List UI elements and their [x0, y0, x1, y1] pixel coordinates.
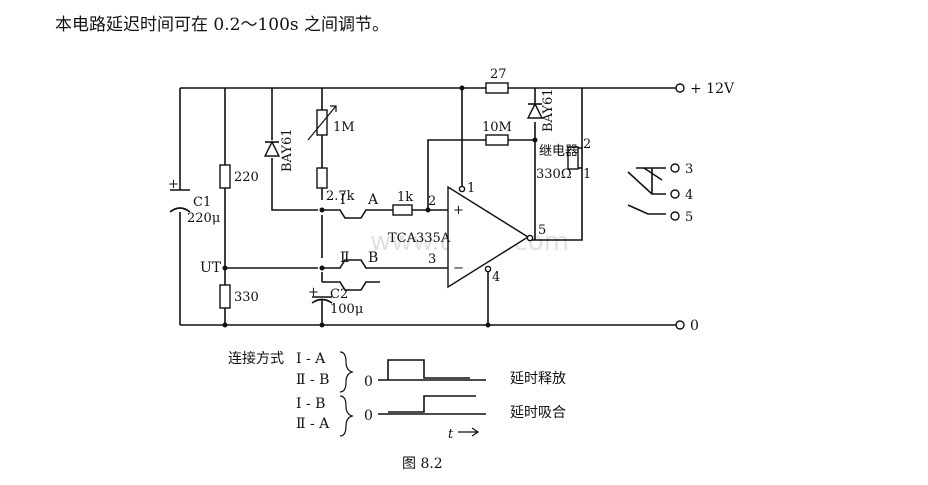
legend-row1-b: Ⅱ - B	[296, 372, 329, 388]
legend-label-2: 延时吸合	[510, 405, 566, 421]
supply-label: + 12V	[690, 81, 735, 97]
diode-right	[526, 102, 544, 119]
svg-text:+: +	[168, 177, 179, 192]
terminal-ground	[675, 320, 685, 330]
relay-contacts	[627, 167, 666, 215]
resistor-330	[219, 284, 231, 309]
pin1-label: 1	[467, 181, 475, 196]
ground-label: 0	[690, 318, 699, 334]
legend-zero-2: 0	[364, 408, 373, 424]
node-a-label: A	[367, 192, 379, 208]
pin3-label: 3	[428, 252, 436, 267]
pin4-label: 4	[492, 270, 500, 285]
legend-label-1: 延时释放	[510, 371, 566, 387]
out-terminal-4	[670, 189, 680, 199]
r27-label: 27	[490, 67, 507, 82]
node-b-label: B	[368, 250, 378, 266]
r27k-label: 2.7k	[326, 189, 355, 204]
diode-right-label: BAY61	[541, 88, 556, 132]
legend-title: 连接方式	[228, 350, 284, 367]
comparator-tca335a	[447, 185, 530, 289]
ut-label: UT	[200, 260, 222, 276]
wires	[179, 87, 680, 326]
junctions	[222, 85, 538, 328]
pin4-terminal	[484, 265, 492, 273]
figure-caption: 图 8.2	[402, 456, 443, 472]
c2-name: C2	[330, 287, 348, 302]
pin5-terminal	[526, 234, 534, 242]
resistor-1k	[392, 204, 413, 216]
c1-value: 220μ	[187, 211, 220, 226]
c1-name: C1	[193, 195, 211, 210]
relay-pin2: 2	[583, 137, 591, 152]
resistor-10m	[485, 134, 509, 146]
out-label-4: 4	[685, 188, 693, 203]
resistor-220	[219, 164, 231, 189]
pin1-terminal	[458, 185, 466, 193]
terminal-12v	[675, 83, 685, 93]
potentiometer-1m	[307, 105, 337, 141]
plus-input-sign: +	[453, 203, 464, 218]
r330-label: 330	[234, 290, 259, 305]
relay-value: 330Ω	[536, 167, 572, 182]
diode-left	[263, 140, 281, 157]
diode-left-label: BAY61	[280, 128, 295, 172]
resistor-2-7k	[316, 167, 328, 189]
pin5-label: 5	[538, 223, 546, 238]
relay-pin1: 1	[583, 167, 591, 182]
legend-row2-a: Ⅰ - B	[296, 396, 325, 412]
relay-name: 继电器	[539, 144, 578, 159]
resistor-27	[485, 82, 509, 94]
pin2-label: 2	[428, 194, 436, 209]
legend-zero-1: 0	[364, 374, 373, 390]
capacitor-c2: +	[308, 285, 333, 304]
relay-coil	[567, 146, 579, 170]
pot-label: 1M	[333, 120, 355, 135]
node-i-label: Ⅰ	[340, 192, 346, 208]
legend: 连接方式 Ⅰ - A Ⅱ - B Ⅰ - B Ⅱ - A 0 延时释放 0 延时…	[228, 350, 566, 442]
r220-label: 220	[234, 170, 259, 185]
out-label-3: 3	[685, 162, 693, 177]
capacitor-c1: +	[168, 177, 191, 213]
r10m-label: 10M	[482, 120, 512, 135]
minus-input-sign: −	[453, 261, 464, 276]
c2-value: 100μ	[330, 302, 363, 317]
node-ii-label: Ⅱ	[340, 250, 350, 266]
t-axis-label: t	[448, 427, 454, 442]
legend-row2-b: Ⅱ - A	[296, 416, 330, 432]
heading-text: 本电路延迟时间可在 0.2～100s 之间调节。	[55, 15, 389, 35]
out-label-5: 5	[685, 210, 693, 225]
svg-text:+: +	[308, 285, 319, 300]
ic-label: TCA335A	[388, 231, 451, 246]
out-terminal-3	[670, 163, 680, 173]
out-terminal-5	[670, 211, 680, 221]
r1k-label: 1k	[397, 190, 413, 205]
legend-row1-a: Ⅰ - A	[296, 351, 326, 367]
